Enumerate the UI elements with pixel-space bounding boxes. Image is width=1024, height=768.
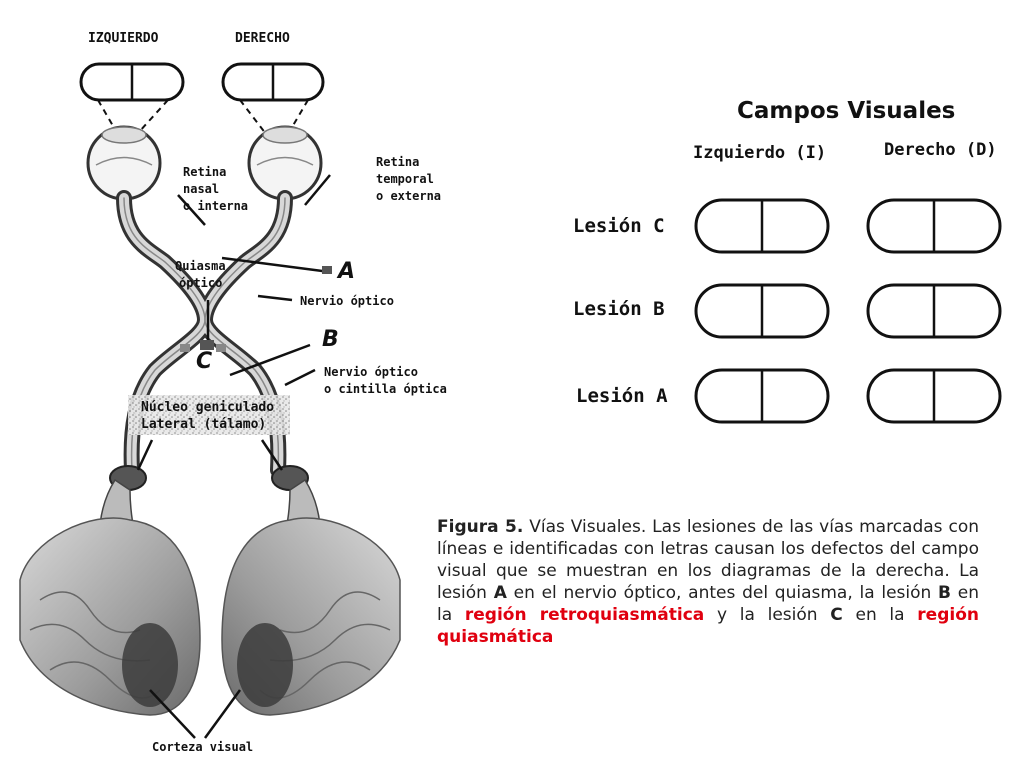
right-eye-label: DERECHO: [235, 31, 290, 46]
left-field-header: Izquierdo (I): [693, 143, 827, 163]
cintilla-label: Nervio óptico o cintilla óptica: [324, 365, 447, 396]
caption-highlight-retro: región retroquiasmática: [464, 605, 705, 625]
left-eye-label: IZQUIERDO: [88, 31, 159, 46]
right-field-header: Derecho (D): [884, 140, 997, 160]
caption-figure-number: Figura 5.: [437, 517, 524, 537]
quiasma-label: Quiasma óptico: [175, 259, 226, 290]
field-lesion-a-left: [694, 368, 830, 424]
left-occipital-lobe: [19, 517, 201, 716]
right-occipital-lobe: [221, 517, 401, 716]
field-left-eye: [79, 62, 185, 102]
visual-fields-grid: [694, 198, 1002, 424]
lesion-letter-a: A: [338, 259, 356, 284]
row-label-b: Lesión B: [573, 298, 665, 320]
field-lesion-a-right: [866, 368, 1002, 424]
left-eyeball: [86, 125, 162, 201]
field-lesion-c-left: [694, 198, 830, 254]
nervio-optico-label: Nervio óptico: [300, 294, 394, 308]
fields-title: Campos Visuales: [737, 98, 956, 124]
lesion-markers: [180, 266, 332, 352]
geniculate-label: Núcleo geniculado Lateral (tálamo): [141, 400, 275, 432]
figure-caption: Figura 5. Vías Visuales. Las lesiones de…: [437, 517, 979, 647]
caption-highlight-quiasma: región quiasmática: [437, 605, 979, 647]
field-lesion-b-left: [694, 283, 830, 339]
field-right-eye: [221, 62, 325, 102]
right-eyeball: [247, 125, 323, 201]
leader-lines: [136, 174, 331, 739]
field-lesion-c-right: [866, 198, 1002, 254]
retina-temporal-label: Retina temporal o externa: [376, 155, 442, 203]
geniculate-body: [128, 395, 290, 435]
retina-nasal-label: Retina nasal o interna: [183, 165, 249, 213]
lesion-letter-b: B: [322, 327, 339, 352]
field-lesion-b-right: [866, 283, 1002, 339]
row-label-a: Lesión A: [576, 385, 668, 407]
corteza-label: Corteza visual: [152, 740, 254, 754]
row-label-c: Lesión C: [573, 215, 665, 237]
lesion-letter-c: C: [196, 349, 213, 374]
